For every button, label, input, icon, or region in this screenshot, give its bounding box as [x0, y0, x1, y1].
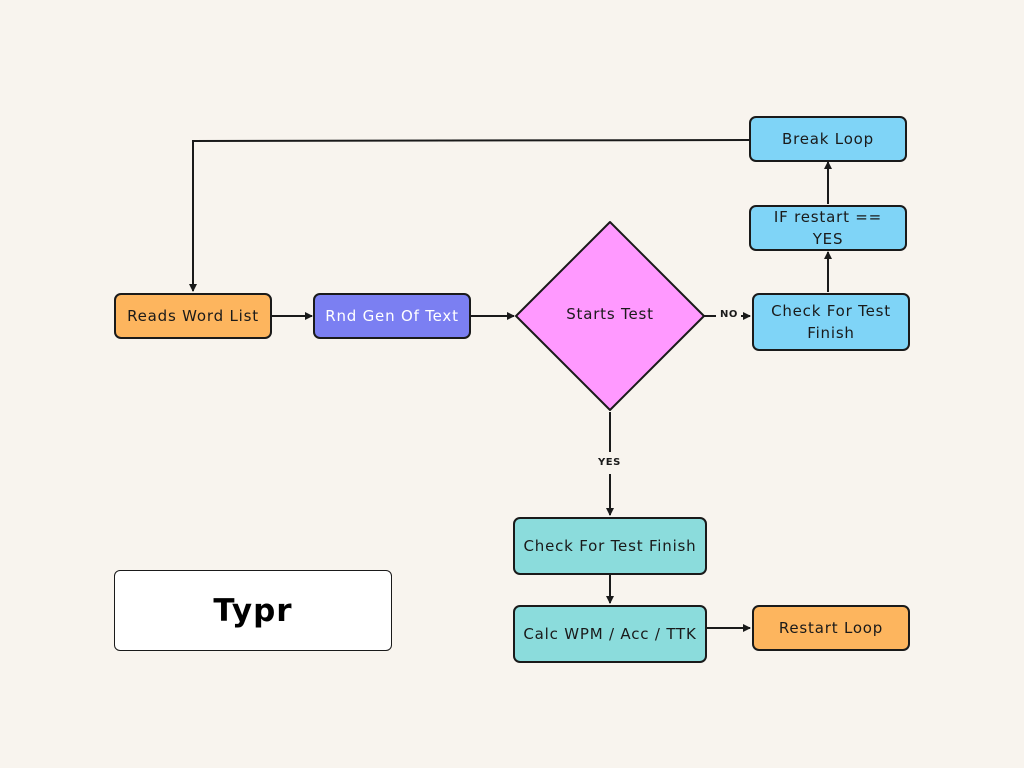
node-label: Check For Test Finish [771, 302, 891, 342]
node-calc-wpm-acc-ttk: Calc WPM / Acc / TTK [513, 605, 707, 663]
diagram-title-box: Typr [114, 570, 392, 651]
node-if-restart-yes: IF restart == YES [749, 205, 907, 251]
node-label: Calc WPM / Acc / TTK [523, 625, 697, 643]
node-label: Rnd Gen Of Text [325, 307, 459, 325]
starts-test-label: Starts Test [566, 305, 654, 323]
starts-test-diamond [515, 221, 705, 411]
diagram-title: Typr [213, 592, 293, 629]
node-label: Reads Word List [127, 307, 259, 325]
node-check-for-test-finish-bottom: Check For Test Finish [513, 517, 707, 575]
edge-label-yes: YES [596, 457, 623, 469]
node-label: IF restart == YES [773, 208, 883, 248]
node-label: Restart Loop [778, 619, 884, 637]
node-rnd-gen-of-text: Rnd Gen Of Text [313, 293, 471, 339]
node-check-for-test-finish-right: Check For Test Finish [752, 293, 910, 351]
arrow-break-to-reads [189, 139, 750, 292]
node-restart-loop: Restart Loop [752, 605, 910, 651]
node-break-loop: Break Loop [749, 116, 907, 162]
edge-label-no: NO [718, 309, 740, 321]
node-reads-word-list: Reads Word List [114, 293, 272, 339]
node-label: Break Loop [782, 130, 874, 148]
node-label: Check For Test Finish [523, 537, 697, 555]
